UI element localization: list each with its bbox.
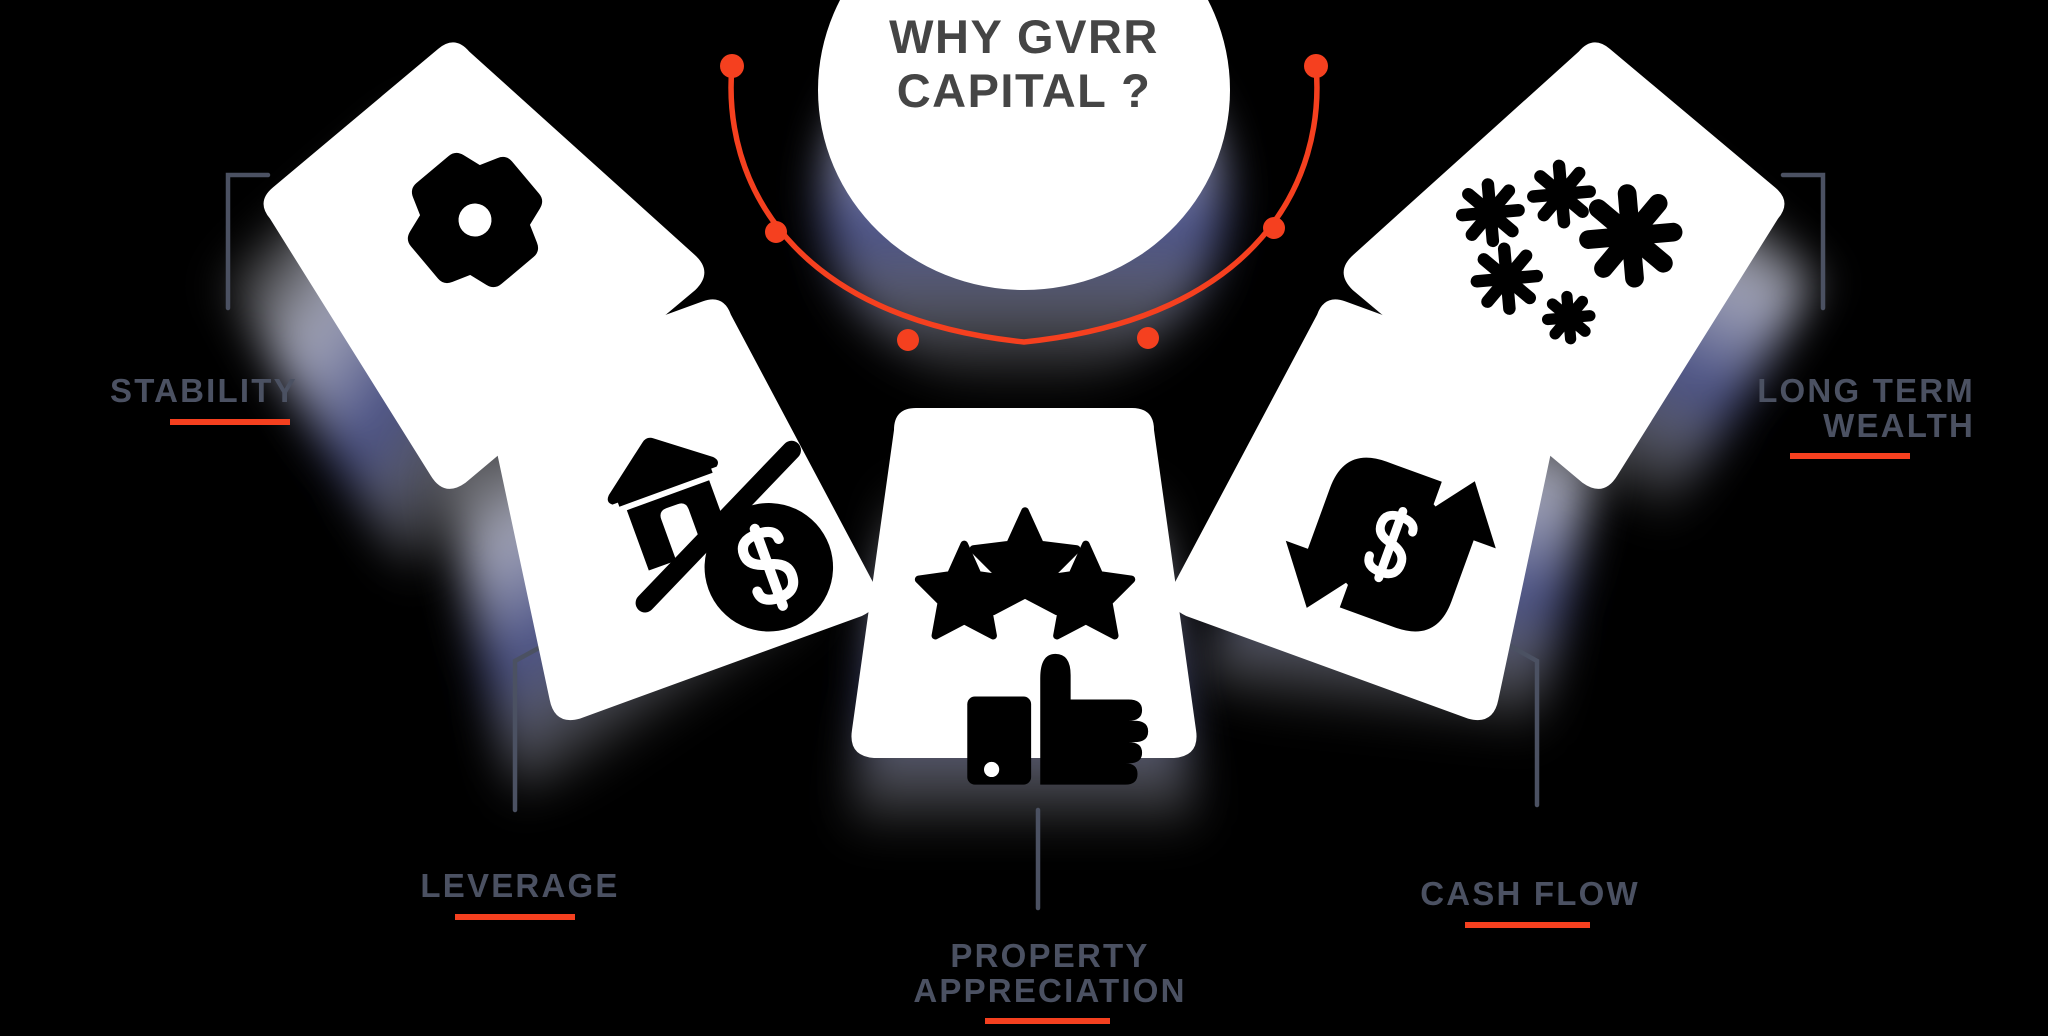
arc-dot bbox=[1137, 327, 1159, 349]
label-property-appreciation-rule bbox=[985, 1017, 1110, 1024]
label-cash-flow-rule bbox=[1465, 921, 1590, 928]
arc-dot bbox=[1263, 217, 1285, 239]
label-property-appreciation[interactable]: PROPERTY APPRECIATION bbox=[885, 905, 1215, 1036]
sparkles-asterisks-icon bbox=[1455, 159, 1683, 345]
page-title: WHY GVRR CAPITAL ? bbox=[889, 10, 1159, 117]
label-cash-flow-text: CASH FLOW bbox=[1420, 875, 1640, 913]
label-long-term-wealth-rule bbox=[1790, 452, 1910, 459]
arc-dot bbox=[1304, 54, 1328, 78]
petal-stability[interactable] bbox=[223, 7, 713, 498]
thumbs-up-stars-icon bbox=[914, 507, 1149, 785]
arc-dot bbox=[765, 221, 787, 243]
petal-property-appreciation[interactable] bbox=[851, 408, 1197, 785]
label-cash-flow[interactable]: CASH FLOW bbox=[1400, 843, 1660, 962]
label-property-appreciation-text: PROPERTY APPRECIATION bbox=[913, 937, 1187, 1009]
cash-flow-circular-arrow-icon bbox=[1285, 457, 1496, 632]
label-leverage[interactable]: LEVERAGE bbox=[395, 835, 645, 954]
connector-stability bbox=[225, 172, 271, 311]
label-stability-text: STABILITY bbox=[110, 372, 298, 410]
arc-dot bbox=[897, 329, 919, 351]
red-accent-arc bbox=[720, 54, 1328, 351]
stability-cross-icon bbox=[407, 152, 543, 288]
label-leverage-rule bbox=[455, 913, 575, 920]
label-leverage-text: LEVERAGE bbox=[420, 867, 620, 905]
connector-lines bbox=[225, 172, 1826, 911]
center-circle[interactable] bbox=[818, 0, 1230, 290]
house-seesaw-dollar-icon bbox=[607, 437, 834, 632]
petal-leverage[interactable] bbox=[439, 279, 884, 727]
arc-dot bbox=[720, 54, 744, 78]
connector-long-term-wealth bbox=[1780, 172, 1826, 311]
label-stability-rule bbox=[170, 418, 290, 425]
label-stability[interactable]: STABILITY bbox=[110, 340, 350, 459]
connector-cash-flow bbox=[1502, 640, 1540, 808]
connector-leverage bbox=[512, 640, 551, 813]
petal-cash-flow[interactable] bbox=[1164, 279, 1609, 727]
label-long-term-wealth-text: LONG TERM WEALTH bbox=[1757, 372, 1975, 444]
label-long-term-wealth[interactable]: LONG TERM WEALTH bbox=[1705, 340, 1975, 493]
petal-long-term-wealth[interactable] bbox=[1335, 7, 1825, 498]
